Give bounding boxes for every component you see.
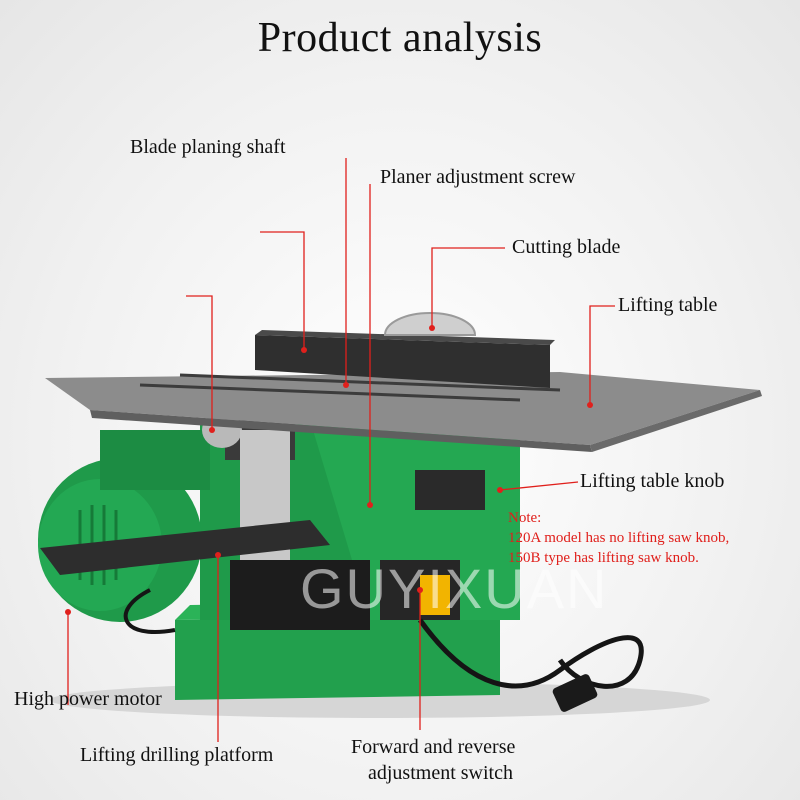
power-cord: [417, 618, 644, 689]
label-lifting-table: Lifting table: [618, 294, 718, 316]
label-switch-line-1: Forward and reverse: [351, 736, 516, 758]
table-knob-housing: [415, 470, 485, 510]
label-high-power-motor: High power motor: [14, 688, 162, 710]
lifting-table-top: [45, 372, 760, 445]
note-line-1: 120A model has no lifting saw knob,: [508, 530, 730, 546]
leader-dots: [65, 325, 593, 615]
motor-cover: [100, 430, 210, 490]
note-block: Note: 120A model has no lifting saw knob…: [508, 508, 729, 568]
note-heading: Note:: [508, 510, 542, 526]
label-cutting-blade: Cutting blade: [512, 236, 621, 258]
label-planer-adjustment-screw: Planer adjustment screw: [380, 166, 576, 188]
watermark-text: GUYIXUAN: [300, 557, 609, 620]
power-plug: [552, 674, 598, 712]
table-slot: [139, 383, 521, 402]
label-lifting-table-knob: Lifting table knob: [580, 470, 725, 492]
label-blade-planing-shaft: Blade planing shaft: [130, 136, 286, 158]
label-switch-line-2: adjustment switch: [368, 762, 513, 784]
switch-button: [420, 575, 450, 615]
leader-lines: [67, 158, 615, 742]
note-line-2: 150B type has lifting saw knob.: [508, 550, 699, 566]
page-title: Product analysis: [257, 15, 543, 61]
spec-plate: [230, 560, 370, 630]
drilling-platform: [40, 520, 330, 575]
planer-fence: [255, 335, 550, 388]
machine-base: [175, 615, 500, 700]
cutting-blade: [383, 312, 477, 336]
label-lifting-drilling-platform: Lifting drilling platform: [80, 744, 274, 766]
